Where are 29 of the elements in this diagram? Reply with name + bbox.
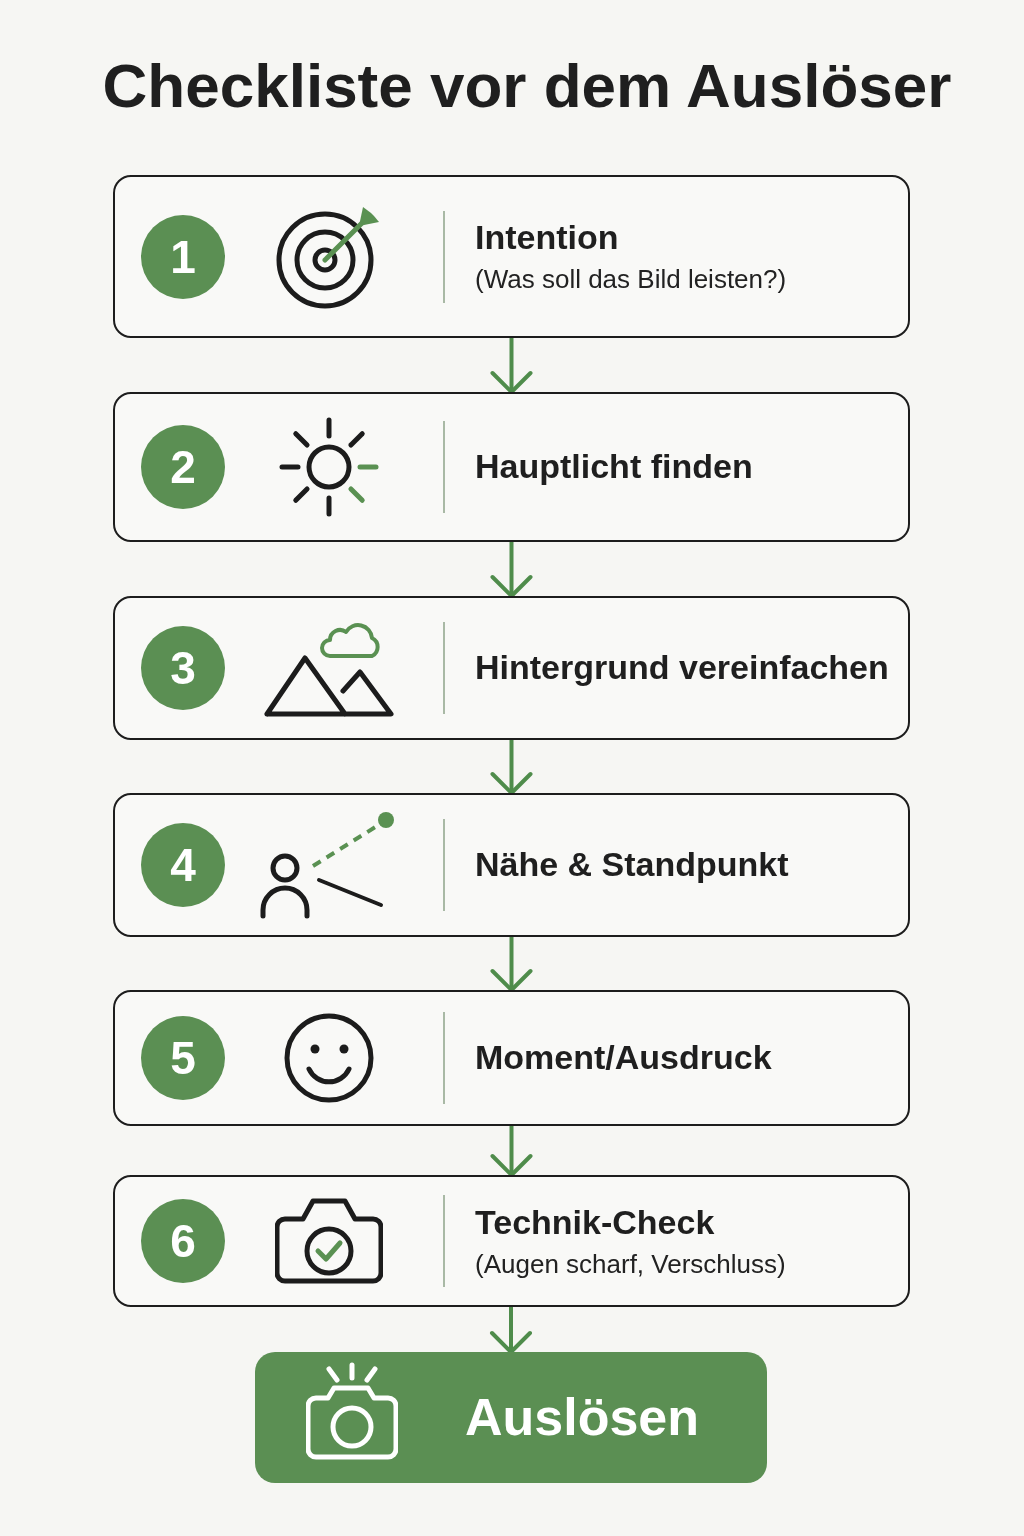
step-card <box>113 793 910 937</box>
title: Checkliste vor dem Auslöser <box>102 50 952 122</box>
step-number: 6 <box>141 1199 225 1283</box>
step-title: Moment/Ausdruck <box>475 1038 772 1078</box>
final-step-panel <box>255 1352 767 1483</box>
step-title: Hintergrund vereinfachen <box>475 648 889 688</box>
arrow <box>490 1126 533 1177</box>
arrow <box>490 338 533 394</box>
step-card <box>113 596 910 740</box>
step-card <box>113 990 910 1126</box>
step-title: Intention <box>475 218 619 258</box>
step-number: 4 <box>141 823 225 907</box>
step-description: (Augen scharf, Verschluss) <box>475 1249 786 1280</box>
step-title: Nähe & Standpunkt <box>475 845 789 885</box>
step-title: Hauptlicht finden <box>475 447 753 487</box>
arrow <box>490 542 533 598</box>
arrow <box>490 937 533 992</box>
step-number: 3 <box>141 626 225 710</box>
step-card <box>113 1175 910 1307</box>
step-card <box>113 392 910 542</box>
step-number: 1 <box>141 215 225 299</box>
step-title: Technik-Check <box>475 1202 715 1242</box>
arrow <box>490 1307 532 1354</box>
step-number: 2 <box>141 425 225 509</box>
step-number: 5 <box>141 1016 225 1100</box>
step-card <box>113 175 910 338</box>
final-step-label: Auslösen <box>465 1388 700 1447</box>
arrow <box>490 740 533 795</box>
step-description: (Was soll das Bild leisten?) <box>475 265 787 295</box>
